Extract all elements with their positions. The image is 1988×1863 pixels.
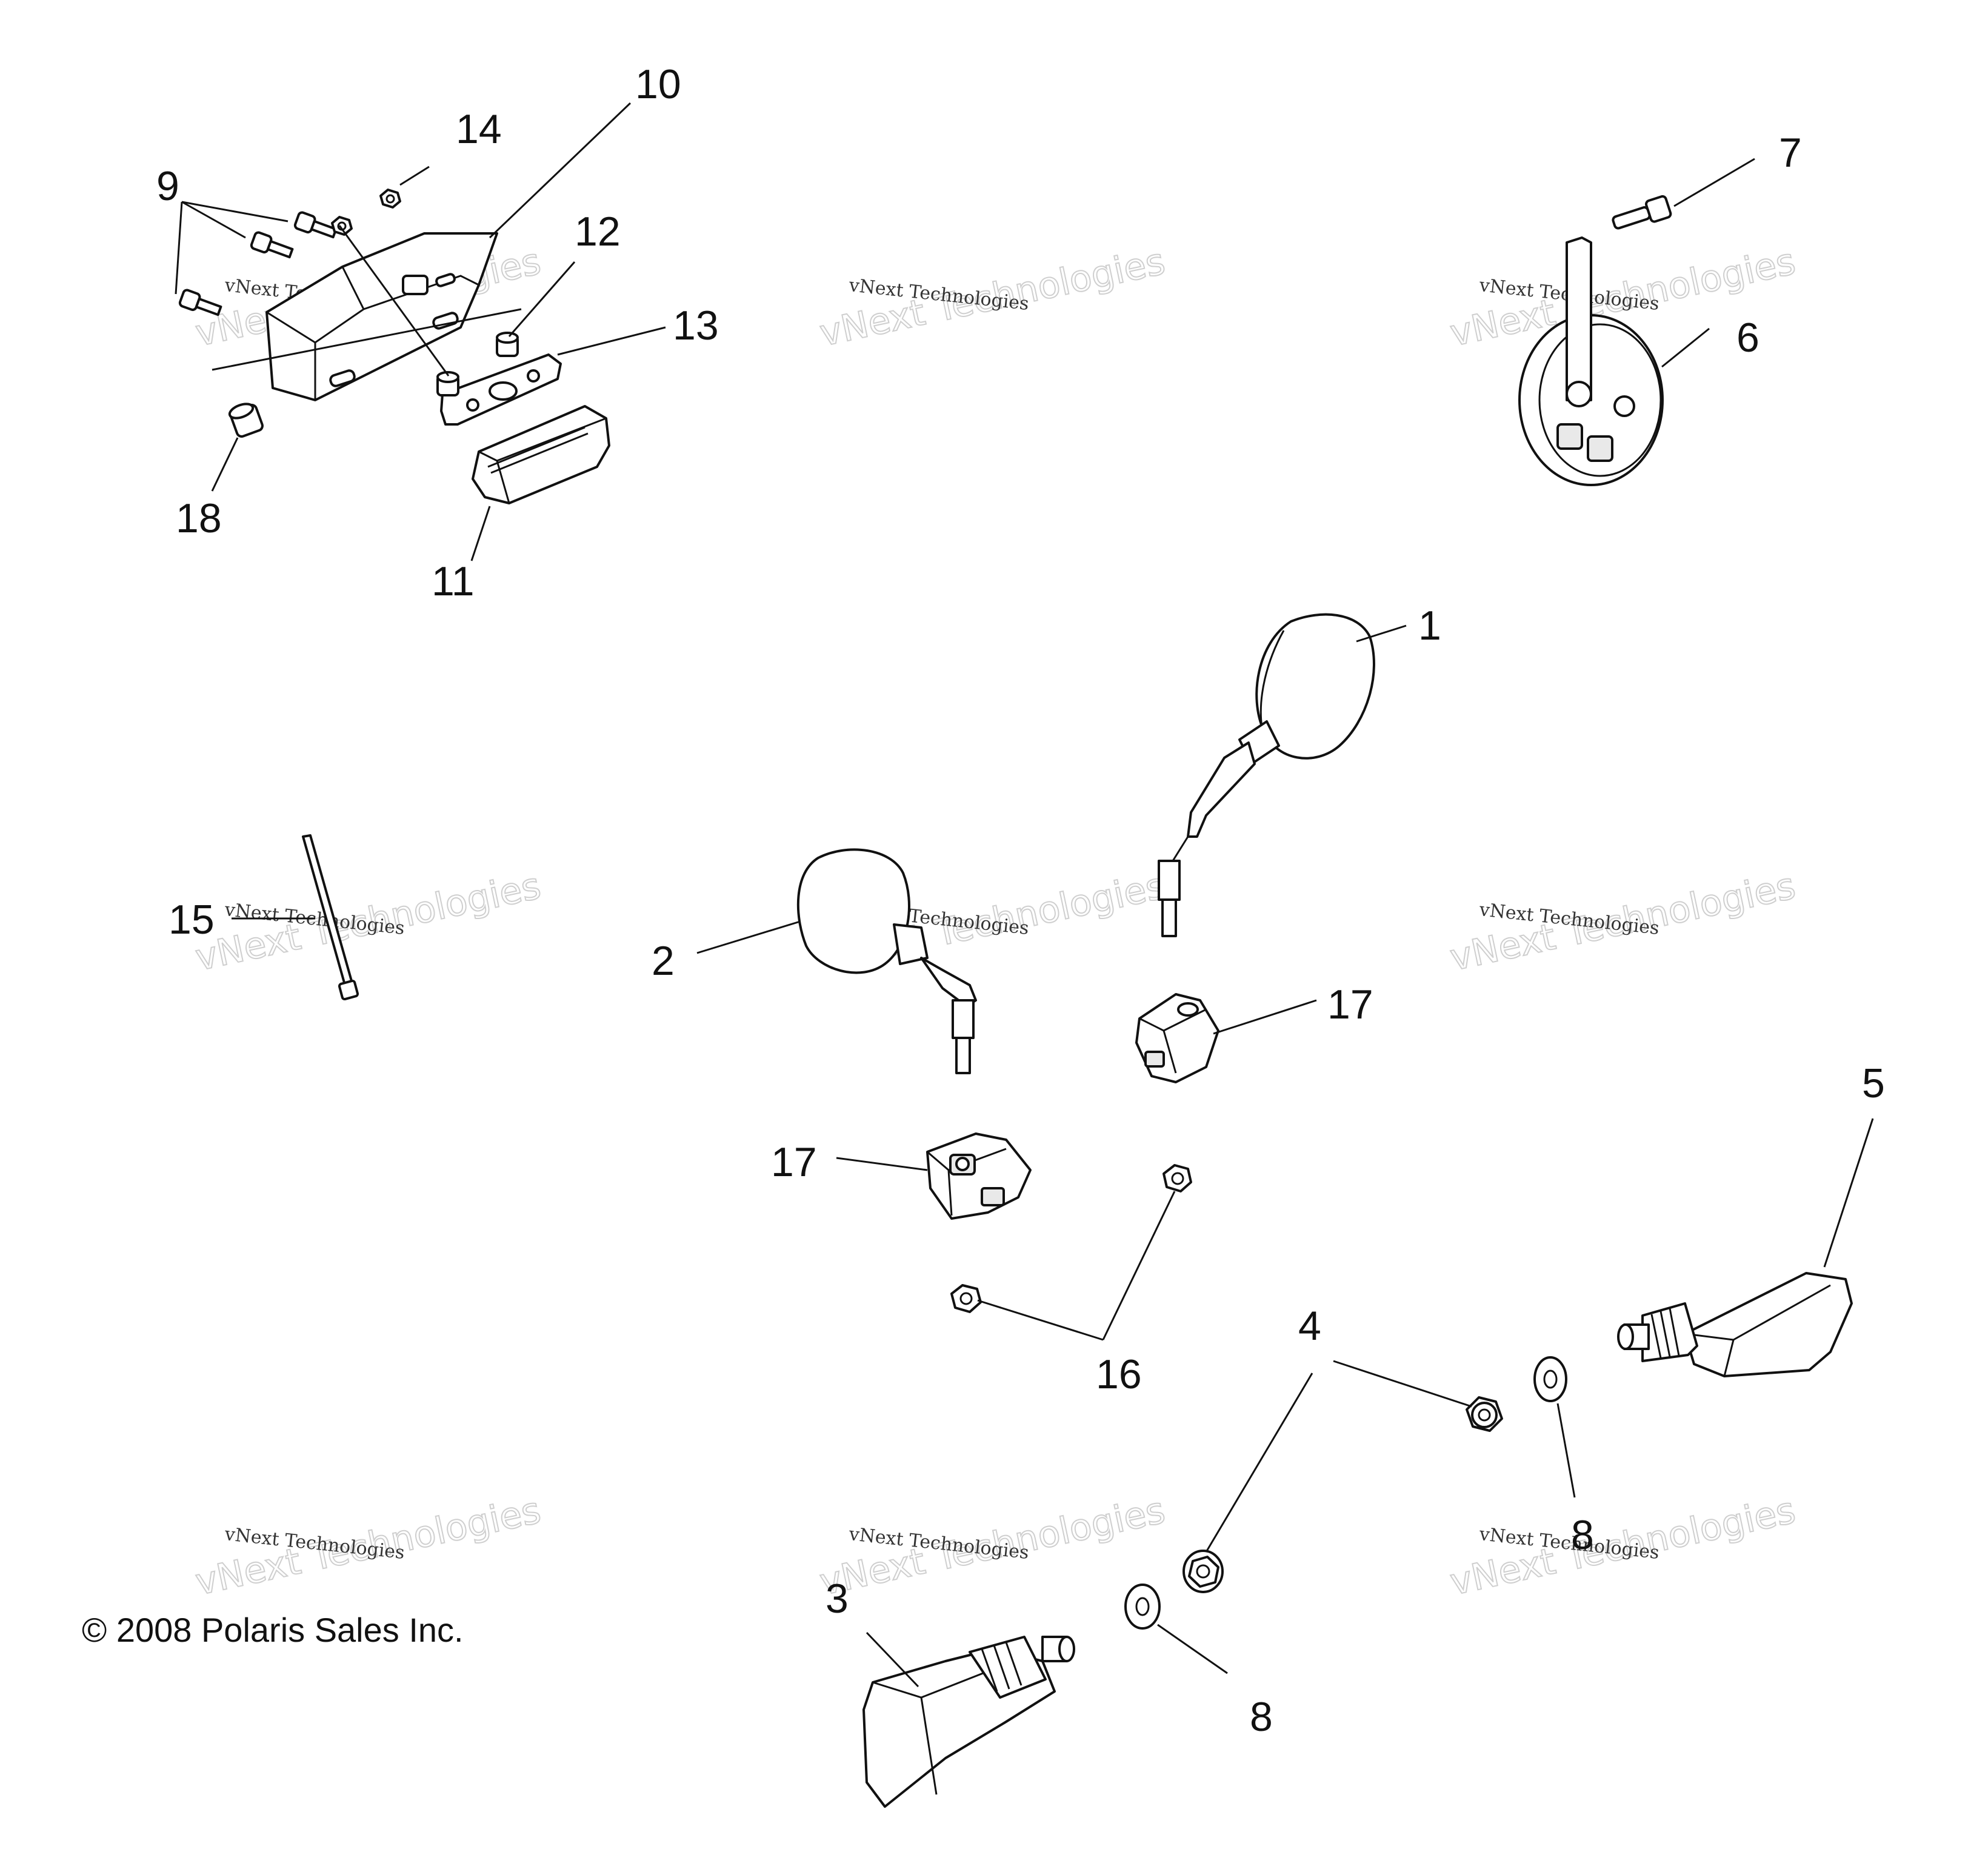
callout-8a: 8 — [1571, 1512, 1594, 1558]
turn-signal-right — [1617, 1272, 1853, 1377]
copyright-text: © 2008 Polaris Sales Inc. — [82, 1611, 464, 1649]
watermark: vNext Technologies vNext Technologies — [1446, 1488, 1800, 1604]
callout-10: 10 — [635, 61, 681, 107]
turn-signal-left — [862, 1636, 1075, 1808]
bolt — [178, 289, 222, 316]
spacer — [228, 403, 264, 438]
callout-16: 16 — [1096, 1351, 1142, 1397]
watermark: vNext Technologies vNext Technologies — [816, 1488, 1170, 1604]
horn-bracket — [1566, 236, 1592, 401]
bolt — [293, 211, 338, 239]
callout-7: 7 — [1779, 130, 1802, 176]
watermark: vNext Technologies vNext Technologies — [192, 1488, 545, 1604]
callout-8b: 8 — [1250, 1694, 1273, 1740]
callout-9: 9 — [156, 163, 179, 209]
flange-nut — [1182, 1550, 1224, 1593]
callout-14: 14 — [456, 106, 502, 152]
watermark: vNext Technologies vNext Technologies — [192, 864, 545, 980]
callouts: 1 2 3 4 5 6 7 8 8 9 10 11 12 13 14 15 16… — [156, 61, 1885, 1740]
callout-18: 18 — [176, 495, 222, 541]
mirror-clamp — [926, 1132, 1032, 1220]
mirror-right — [1158, 613, 1375, 937]
cable-tie — [302, 834, 359, 1001]
mirror-left — [796, 848, 977, 1074]
bolt — [250, 231, 294, 259]
callout-17a: 17 — [1327, 982, 1373, 1028]
nut — [379, 189, 401, 209]
callout-4: 4 — [1298, 1303, 1321, 1349]
callout-15: 15 — [168, 897, 215, 943]
nut — [1162, 1164, 1192, 1192]
callout-2: 2 — [652, 938, 675, 984]
callout-6: 6 — [1736, 315, 1760, 361]
callout-11: 11 — [432, 558, 475, 604]
horn-bolt — [1612, 195, 1672, 230]
callout-1: 1 — [1418, 603, 1441, 649]
callout-5: 5 — [1862, 1060, 1885, 1106]
nut — [331, 216, 353, 236]
nut — [950, 1284, 982, 1313]
flange-nut — [1466, 1396, 1503, 1432]
mirror-clamp — [1135, 993, 1219, 1083]
washer — [1124, 1584, 1161, 1630]
horn-assembly — [1518, 195, 1672, 486]
spacer — [496, 332, 519, 357]
callout-12: 12 — [575, 209, 621, 255]
watermark: vNext Technologies vNext Technologies — [816, 239, 1170, 355]
license-bracket — [265, 232, 498, 401]
callout-13: 13 — [673, 303, 719, 349]
washer — [1533, 1356, 1567, 1402]
callout-3: 3 — [826, 1576, 849, 1622]
callout-17b: 17 — [771, 1139, 817, 1185]
watermark: vNext Technologies vNext Technologies — [1446, 864, 1800, 980]
license-plate-light — [472, 405, 610, 504]
leader-lines — [175, 102, 1874, 1688]
